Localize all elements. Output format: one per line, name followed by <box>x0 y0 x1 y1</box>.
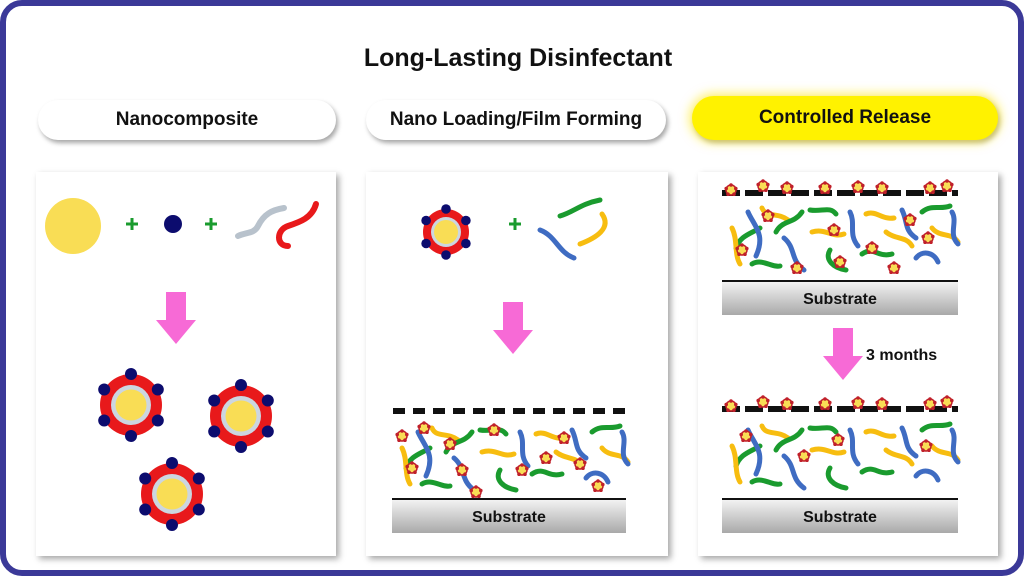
plus-icon <box>205 218 217 230</box>
functionalized-nanoparticle-icon <box>208 379 274 453</box>
step-label-nano-loading: Nano Loading/Film Forming <box>389 109 643 130</box>
substrate-block: Substrate <box>392 500 626 533</box>
step-label-controlled-release: Controlled Release <box>758 107 932 128</box>
substrate-label: Substrate <box>803 291 877 308</box>
step-label-nanocomposite: Nanocomposite <box>115 109 259 130</box>
step-pill-nano-loading: Nano Loading/Film Forming <box>366 100 666 140</box>
plus-icon <box>126 218 138 230</box>
down-arrow-icon <box>823 328 863 380</box>
substrate-label: Substrate <box>472 509 546 526</box>
gold-nanoparticle-icon <box>45 198 101 254</box>
polymer-mix-icon <box>537 197 608 261</box>
down-arrow-icon <box>156 292 196 344</box>
substrate-block: Substrate <box>722 282 958 315</box>
diagram-title: Long-Lasting Disinfectant <box>363 44 673 72</box>
plus-icon <box>509 218 521 230</box>
functionalized-nanoparticle-icon <box>139 457 205 531</box>
diagram-graphics: Substrate Substrate <box>45 178 1018 533</box>
release-film-initial <box>722 178 958 282</box>
functionalized-nanoparticle-icon <box>421 204 471 260</box>
functionalized-nanoparticle-icon <box>98 368 164 442</box>
time-label: 3 months <box>866 347 937 364</box>
substrate-label: Substrate <box>803 509 877 526</box>
blue-dot-icon <box>164 215 182 233</box>
polymer-chain-icon <box>235 201 319 249</box>
step-pill-nanocomposite: Nanocomposite <box>38 100 336 140</box>
down-arrow-icon <box>493 302 533 354</box>
step-pill-controlled-release: Controlled Release <box>692 96 998 140</box>
substrate-block: Substrate <box>722 500 958 533</box>
loaded-film-diagram <box>392 408 628 500</box>
release-film-after <box>722 394 958 500</box>
